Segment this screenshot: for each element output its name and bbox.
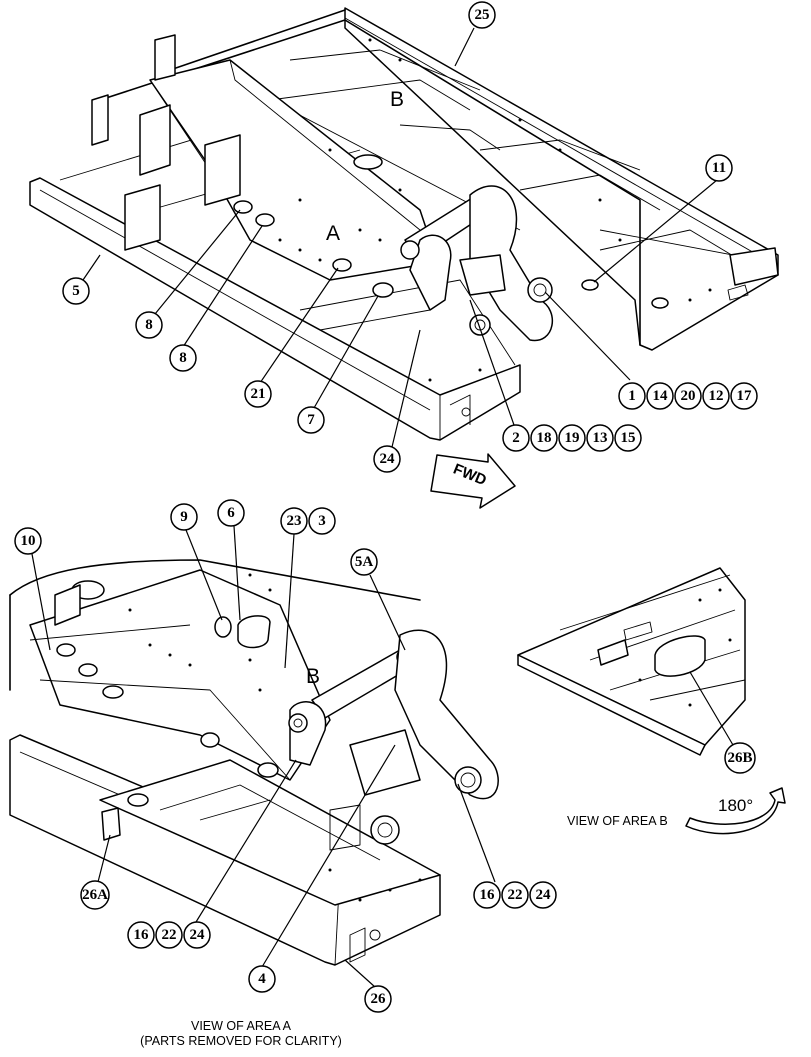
svg-text:5: 5	[72, 283, 80, 299]
area-a-view: B 10 9 6 23 3 5A 26A 16 22 24 4 26 16 22…	[9, 499, 557, 1048]
callout-1: 1	[618, 382, 646, 410]
callout-24-left: 24	[183, 921, 211, 949]
svg-text:25: 25	[475, 7, 490, 23]
callout-24-right: 24	[529, 881, 557, 909]
svg-text:26: 26	[371, 991, 387, 1007]
svg-text:17: 17	[737, 388, 753, 404]
callout-3: 3	[308, 507, 336, 535]
callout-5a: 5A	[350, 548, 378, 576]
callout-18: 18	[530, 424, 558, 452]
svg-text:26B: 26B	[727, 750, 752, 766]
svg-text:12: 12	[709, 388, 724, 404]
callout-26a: 26A	[80, 880, 110, 910]
svg-text:10: 10	[21, 533, 36, 549]
callout-12: 12	[702, 382, 730, 410]
area-b-marker: B	[306, 665, 320, 688]
callout-17: 17	[730, 382, 758, 410]
svg-text:8: 8	[145, 317, 153, 333]
svg-text:23: 23	[287, 513, 302, 529]
area-a-caption: VIEW OF AREA A	[191, 1019, 292, 1033]
area-b-label: B	[390, 88, 404, 111]
svg-text:14: 14	[653, 388, 669, 404]
svg-text:24: 24	[380, 451, 396, 467]
svg-text:13: 13	[593, 430, 608, 446]
callout-23: 23	[280, 507, 308, 535]
svg-text:15: 15	[621, 430, 636, 446]
callout-25: 25	[468, 1, 496, 29]
svg-text:16: 16	[134, 927, 150, 943]
svg-text:7: 7	[307, 412, 315, 428]
svg-text:21: 21	[251, 386, 266, 402]
area-b-view: 26B VIEW OF AREA B 180°	[517, 567, 786, 835]
svg-text:19: 19	[565, 430, 580, 446]
callout-26b: 26B	[724, 742, 756, 774]
callout-24-top: 24	[373, 445, 401, 473]
svg-text:26A: 26A	[82, 887, 108, 903]
svg-text:6: 6	[227, 505, 235, 521]
svg-text:16: 16	[480, 887, 496, 903]
svg-text:18: 18	[537, 430, 552, 446]
svg-text:24: 24	[190, 927, 206, 943]
svg-text:2: 2	[512, 430, 520, 446]
rotation-arrow-icon: 180°	[685, 787, 786, 835]
forward-arrow-icon: FWD	[430, 453, 516, 509]
callout-13: 13	[586, 424, 614, 452]
top-leaders	[82, 27, 718, 448]
svg-text:24: 24	[536, 887, 552, 903]
callout-8-lower: 8	[169, 344, 197, 372]
callout-2: 2	[502, 424, 530, 452]
area-a-label: A	[326, 222, 340, 245]
callout-16-left: 16	[127, 921, 155, 949]
rotation-label: 180°	[718, 796, 753, 815]
svg-text:4: 4	[258, 971, 266, 987]
callout-16-right: 16	[473, 881, 501, 909]
svg-text:22: 22	[162, 927, 177, 943]
callout-5: 5	[62, 277, 90, 305]
callout-9: 9	[170, 503, 198, 531]
svg-text:11: 11	[712, 160, 726, 176]
top-frame-view: B A FWD 25 11 5 8 8 21 7 24 1 14	[29, 1, 779, 509]
callout-19: 19	[558, 424, 586, 452]
callout-22-right: 22	[501, 881, 529, 909]
area-a-bolt-holes	[128, 573, 422, 902]
callout-4: 4	[248, 965, 276, 993]
svg-text:1: 1	[628, 388, 636, 404]
callout-15: 15	[614, 424, 642, 452]
area-b-caption: VIEW OF AREA B	[567, 814, 668, 828]
bolt-holes	[278, 38, 712, 382]
svg-text:9: 9	[180, 509, 188, 525]
svg-text:5A: 5A	[355, 554, 374, 570]
callout-26: 26	[364, 985, 392, 1013]
callout-14: 14	[646, 382, 674, 410]
callout-6: 6	[217, 499, 245, 527]
callout-21: 21	[244, 380, 272, 408]
svg-text:22: 22	[508, 887, 523, 903]
svg-text:3: 3	[318, 513, 326, 529]
svg-text:8: 8	[179, 350, 187, 366]
callout-20: 20	[674, 382, 702, 410]
callout-10: 10	[14, 527, 42, 555]
area-a-leaders	[31, 525, 496, 988]
callout-11: 11	[705, 154, 733, 182]
callout-22-left: 22	[155, 921, 183, 949]
callout-8-upper: 8	[135, 311, 163, 339]
area-a-caption-note: (PARTS REMOVED FOR CLARITY)	[140, 1034, 342, 1048]
callout-7: 7	[297, 406, 325, 434]
svg-text:20: 20	[681, 388, 696, 404]
